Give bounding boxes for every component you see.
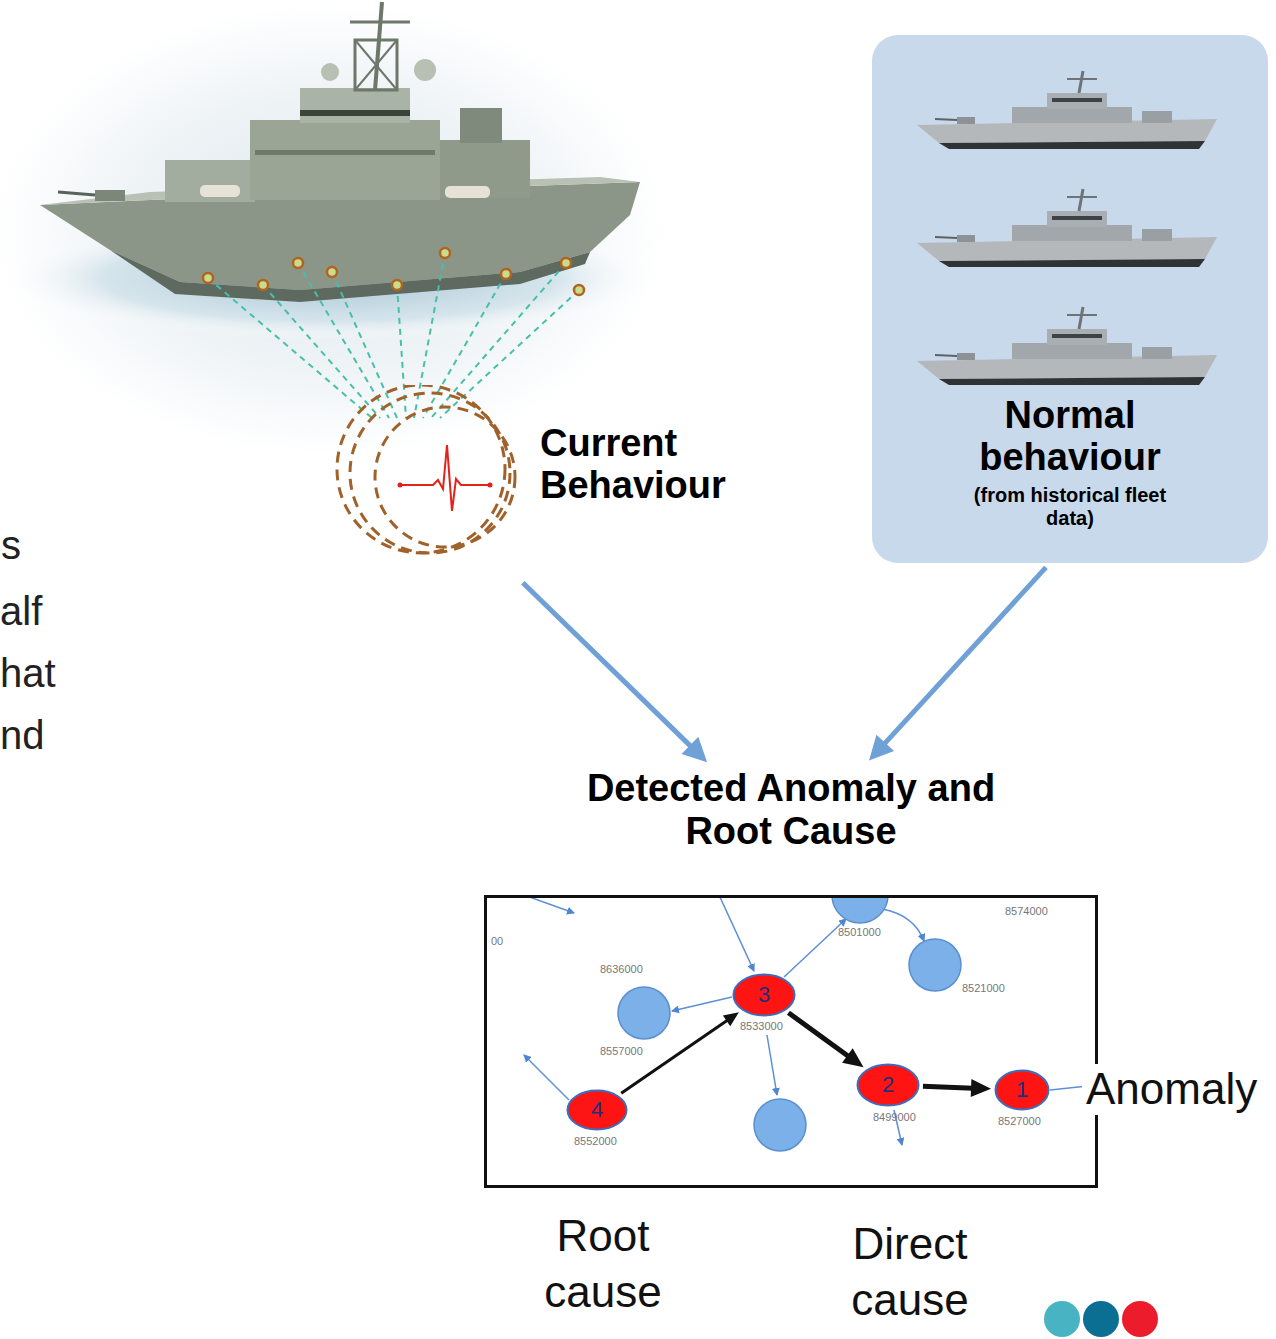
annotation-label: hat bbox=[0, 650, 56, 696]
fleet-ships bbox=[872, 35, 1268, 395]
node-id-label: 8636000 bbox=[600, 963, 643, 976]
gun bbox=[957, 353, 975, 360]
node-id-label: 8501000 bbox=[838, 926, 881, 939]
annotation-label: s bbox=[1, 522, 21, 568]
graph-link bbox=[672, 997, 732, 1011]
graph-link bbox=[524, 1055, 569, 1100]
behaviour-circle: Current Behaviour bbox=[335, 385, 785, 580]
node-id-label: 8533000 bbox=[740, 1020, 783, 1033]
node-id-label: 8521000 bbox=[962, 982, 1005, 995]
dashed-ring bbox=[375, 407, 515, 547]
dashed-ring bbox=[337, 385, 505, 553]
deck-house bbox=[1012, 343, 1132, 359]
annotation-label: nd bbox=[0, 712, 45, 758]
yard bbox=[1067, 196, 1097, 198]
yard bbox=[1067, 314, 1097, 316]
red-node: 1 bbox=[994, 1069, 1050, 1111]
bridge bbox=[1047, 211, 1107, 227]
fleet-panel: Normal behaviour (from historical fleet d… bbox=[872, 35, 1268, 563]
deck-house bbox=[1012, 225, 1132, 241]
node-heading: Current Behaviour bbox=[540, 423, 780, 507]
yard bbox=[1067, 78, 1097, 80]
bridge bbox=[1047, 329, 1107, 345]
hull-bottom bbox=[939, 141, 1205, 149]
mast bbox=[1079, 71, 1083, 93]
graph-link bbox=[524, 895, 574, 913]
trace-end bbox=[488, 483, 493, 488]
arrow-head bbox=[842, 1048, 863, 1067]
trace-end bbox=[398, 483, 403, 488]
arrow-head bbox=[869, 735, 894, 761]
graph-link bbox=[719, 895, 754, 971]
arrow-line bbox=[884, 567, 1046, 744]
annotation-label: alf bbox=[0, 588, 42, 634]
windows bbox=[1052, 216, 1102, 220]
arrow-line bbox=[923, 1086, 973, 1088]
barrel bbox=[935, 237, 957, 238]
aft-house bbox=[1142, 229, 1172, 241]
deck-house bbox=[1012, 107, 1132, 123]
graph-node bbox=[832, 895, 888, 923]
annotation-label: Direct cause bbox=[835, 1216, 985, 1329]
callout-number: 3 bbox=[732, 973, 796, 1017]
red-node: 2 bbox=[856, 1063, 920, 1107]
ship-silhouette bbox=[917, 71, 1217, 149]
arrow-line bbox=[788, 1013, 849, 1057]
red-node: 4 bbox=[566, 1089, 628, 1131]
hull-bottom bbox=[939, 377, 1205, 385]
aft-house bbox=[1142, 111, 1172, 123]
node-id-label: 00 bbox=[491, 935, 503, 948]
annotation-label: Root cause bbox=[528, 1208, 678, 1321]
node-id-label: 8574000 bbox=[1005, 905, 1048, 918]
barrel bbox=[935, 119, 957, 120]
gun bbox=[957, 235, 975, 242]
arrow-line bbox=[523, 583, 692, 747]
ship-silhouette bbox=[917, 307, 1217, 385]
windows bbox=[1052, 98, 1102, 102]
node-subtitle: (from historical fleet data) bbox=[965, 484, 1175, 530]
graph-node bbox=[754, 1099, 806, 1151]
arrow-head bbox=[971, 1079, 991, 1097]
node-heading: Normal behaviour bbox=[925, 395, 1215, 479]
node-id-label: 8557000 bbox=[600, 1045, 643, 1058]
ecg-trace bbox=[400, 445, 490, 511]
graph-link bbox=[882, 909, 924, 941]
callout-number: 1 bbox=[994, 1069, 1050, 1111]
node-id-label: 8527000 bbox=[998, 1115, 1041, 1128]
callout-number: 4 bbox=[566, 1089, 628, 1131]
mast bbox=[1079, 189, 1083, 211]
red-node: 3 bbox=[732, 973, 796, 1017]
graph-node bbox=[618, 987, 670, 1039]
flow-arrow bbox=[923, 1079, 991, 1097]
aft-house bbox=[1142, 347, 1172, 359]
callout-number: 2 bbox=[856, 1063, 920, 1107]
node-id-label: 8499000 bbox=[873, 1111, 916, 1124]
arrow-head bbox=[723, 1012, 739, 1026]
barrel bbox=[935, 355, 957, 356]
graph-link bbox=[767, 1035, 777, 1095]
bridge bbox=[1047, 93, 1107, 109]
arrow-head bbox=[682, 737, 708, 762]
ship-silhouette bbox=[917, 189, 1217, 267]
mast bbox=[1079, 307, 1083, 329]
windows bbox=[1052, 334, 1102, 338]
flow-arrow bbox=[869, 567, 1046, 760]
flow-arrow bbox=[523, 583, 707, 762]
flow-arrow bbox=[788, 1013, 863, 1068]
node-id-label: 8552000 bbox=[574, 1135, 617, 1148]
gun bbox=[957, 117, 975, 124]
node-heading: Detected Anomaly and Root Cause bbox=[581, 767, 1001, 852]
hull-bottom bbox=[939, 259, 1205, 267]
annotation-label: Anomaly bbox=[1082, 1064, 1261, 1115]
graph-link bbox=[784, 919, 846, 977]
graph-node bbox=[909, 939, 961, 991]
